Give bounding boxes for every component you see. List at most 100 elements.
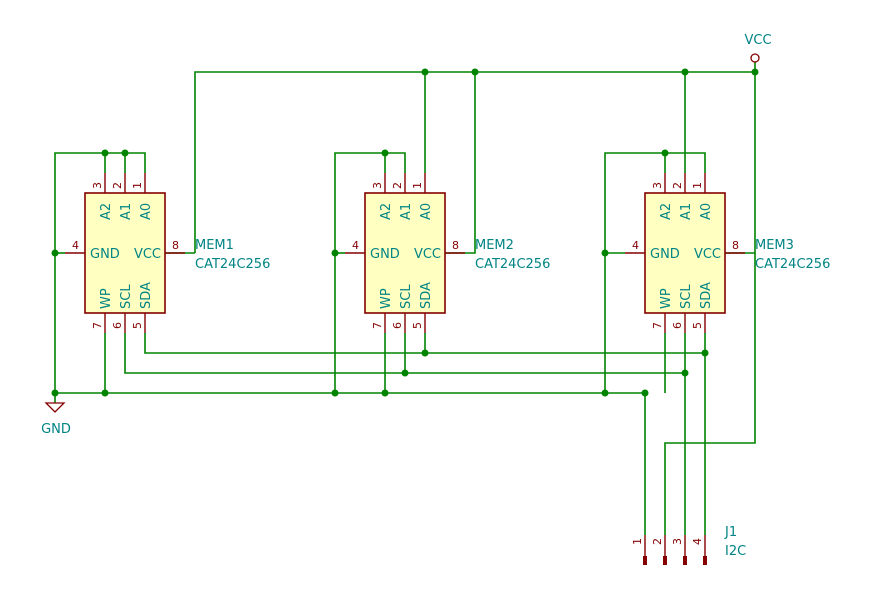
wire-vcc-mem3-vcc[interactable] — [725, 72, 756, 254]
wire-scl-bus[interactable] — [124, 333, 685, 374]
pin-name: VCC — [414, 247, 441, 262]
pin-name: SDA — [419, 282, 434, 309]
pin-name: GND — [650, 247, 680, 262]
junction — [701, 349, 709, 357]
pin-number: 1 — [691, 182, 704, 189]
vcc-power-symbol[interactable]: VCC — [744, 33, 772, 63]
gnd-label: GND — [41, 422, 71, 437]
pin-number: 4 — [691, 538, 704, 545]
chip-body — [364, 192, 446, 314]
wire-mem1-a2-gnd[interactable] — [54, 152, 106, 393]
junction — [51, 389, 59, 397]
pin-number: 4 — [632, 239, 639, 252]
pin-number: 6 — [111, 322, 124, 329]
pin-name: SDA — [139, 282, 154, 309]
pin-number: 8 — [172, 239, 179, 252]
pin-name: GND — [90, 247, 120, 262]
junction — [681, 68, 689, 76]
junction — [331, 389, 339, 397]
pin-number: 4 — [352, 239, 359, 252]
connector-pin-end — [683, 556, 687, 565]
junction — [101, 389, 109, 397]
chip-reference: MEM3 — [755, 238, 794, 253]
pin-name: A2 — [659, 203, 674, 220]
junction — [641, 389, 649, 397]
chip-mem3[interactable]: 3 2 1 4 8 7 6 5 A2 A1 A0 GND VCC WP SCL … — [625, 173, 830, 333]
pin-name: A1 — [119, 203, 134, 220]
pin-number: 5 — [131, 322, 144, 329]
pin-name: A2 — [379, 203, 394, 220]
wire-mem2-a1[interactable] — [385, 152, 406, 173]
junction — [331, 249, 339, 257]
junction — [751, 68, 759, 76]
pin-name: A0 — [699, 203, 714, 220]
pin-number: 4 — [72, 239, 79, 252]
pin-number: 7 — [371, 322, 384, 329]
pin-number: 7 — [651, 322, 664, 329]
pin-name: VCC — [694, 247, 721, 262]
pin-name: WP — [659, 288, 674, 309]
wire-mem1-a1-a0[interactable] — [124, 152, 146, 173]
connector-reference: J1 — [724, 525, 737, 540]
pin-number: 6 — [671, 322, 684, 329]
pin-number: 8 — [732, 239, 739, 252]
junction — [601, 249, 609, 257]
pin-name: WP — [379, 288, 394, 309]
chip-body — [644, 192, 726, 314]
pin-name: A1 — [679, 203, 694, 220]
chip-reference: MEM2 — [475, 238, 514, 253]
junction — [101, 149, 109, 157]
wire-mem2-a2-gnd[interactable] — [334, 152, 386, 393]
pin-name: A0 — [419, 203, 434, 220]
pin-number: 2 — [651, 538, 664, 545]
connector-pin-end — [663, 556, 667, 565]
pin-number: 1 — [131, 182, 144, 189]
connector-value: I2C — [725, 544, 746, 559]
junction — [421, 68, 429, 76]
pin-number: 7 — [91, 322, 104, 329]
pin-number: 1 — [631, 538, 644, 545]
pin-number: 1 — [411, 182, 424, 189]
pin-name: A0 — [139, 203, 154, 220]
chip-value: CAT24C256 — [755, 257, 830, 272]
pin-name: GND — [370, 247, 400, 262]
junctions — [51, 68, 759, 397]
wire-mem3-a0[interactable] — [665, 152, 706, 173]
junction — [51, 249, 59, 257]
pin-name: SDA — [699, 282, 714, 309]
pin-number: 3 — [671, 538, 684, 545]
junction — [601, 389, 609, 397]
pin-number: 3 — [371, 182, 384, 189]
wire-vcc-to-j1[interactable] — [664, 253, 756, 535]
junction — [661, 149, 669, 157]
connector-j1[interactable]: 1 2 3 4 J1 I2C — [631, 525, 746, 565]
pin-name: SCL — [679, 284, 694, 309]
junction — [401, 369, 409, 377]
pin-number: 2 — [111, 182, 124, 189]
chip-reference: MEM1 — [195, 238, 234, 253]
pin-number: 3 — [651, 182, 664, 189]
gnd-power-symbol[interactable]: GND — [41, 402, 71, 437]
pin-name: A2 — [99, 203, 114, 220]
chip-value: CAT24C256 — [475, 257, 550, 272]
chip-mem1[interactable]: 3 2 1 4 8 7 6 5 A2 A1 A0 GND VCC WP SCL … — [65, 173, 270, 333]
pin-number: 3 — [91, 182, 104, 189]
junction — [381, 389, 389, 397]
pin-name: SCL — [399, 284, 414, 309]
connector-pin-end — [643, 556, 647, 565]
chip-mem2[interactable]: 3 2 1 4 8 7 6 5 A2 A1 A0 GND VCC WP SCL … — [345, 173, 550, 333]
pin-name: SCL — [119, 284, 134, 309]
junction — [421, 349, 429, 357]
junction — [381, 149, 389, 157]
wire-mem3-a2-gnd[interactable] — [604, 152, 666, 393]
vcc-label: VCC — [744, 33, 771, 48]
wire-vcc-mem2-vcc[interactable] — [445, 72, 476, 254]
pin-name: A1 — [399, 203, 414, 220]
pin-number: 5 — [691, 322, 704, 329]
wire-sda-bus[interactable] — [144, 333, 705, 354]
connector-pin-end — [703, 556, 707, 565]
pin-name: VCC — [134, 247, 161, 262]
chip-body — [84, 192, 166, 314]
wire-gnd-bus[interactable] — [55, 392, 646, 535]
